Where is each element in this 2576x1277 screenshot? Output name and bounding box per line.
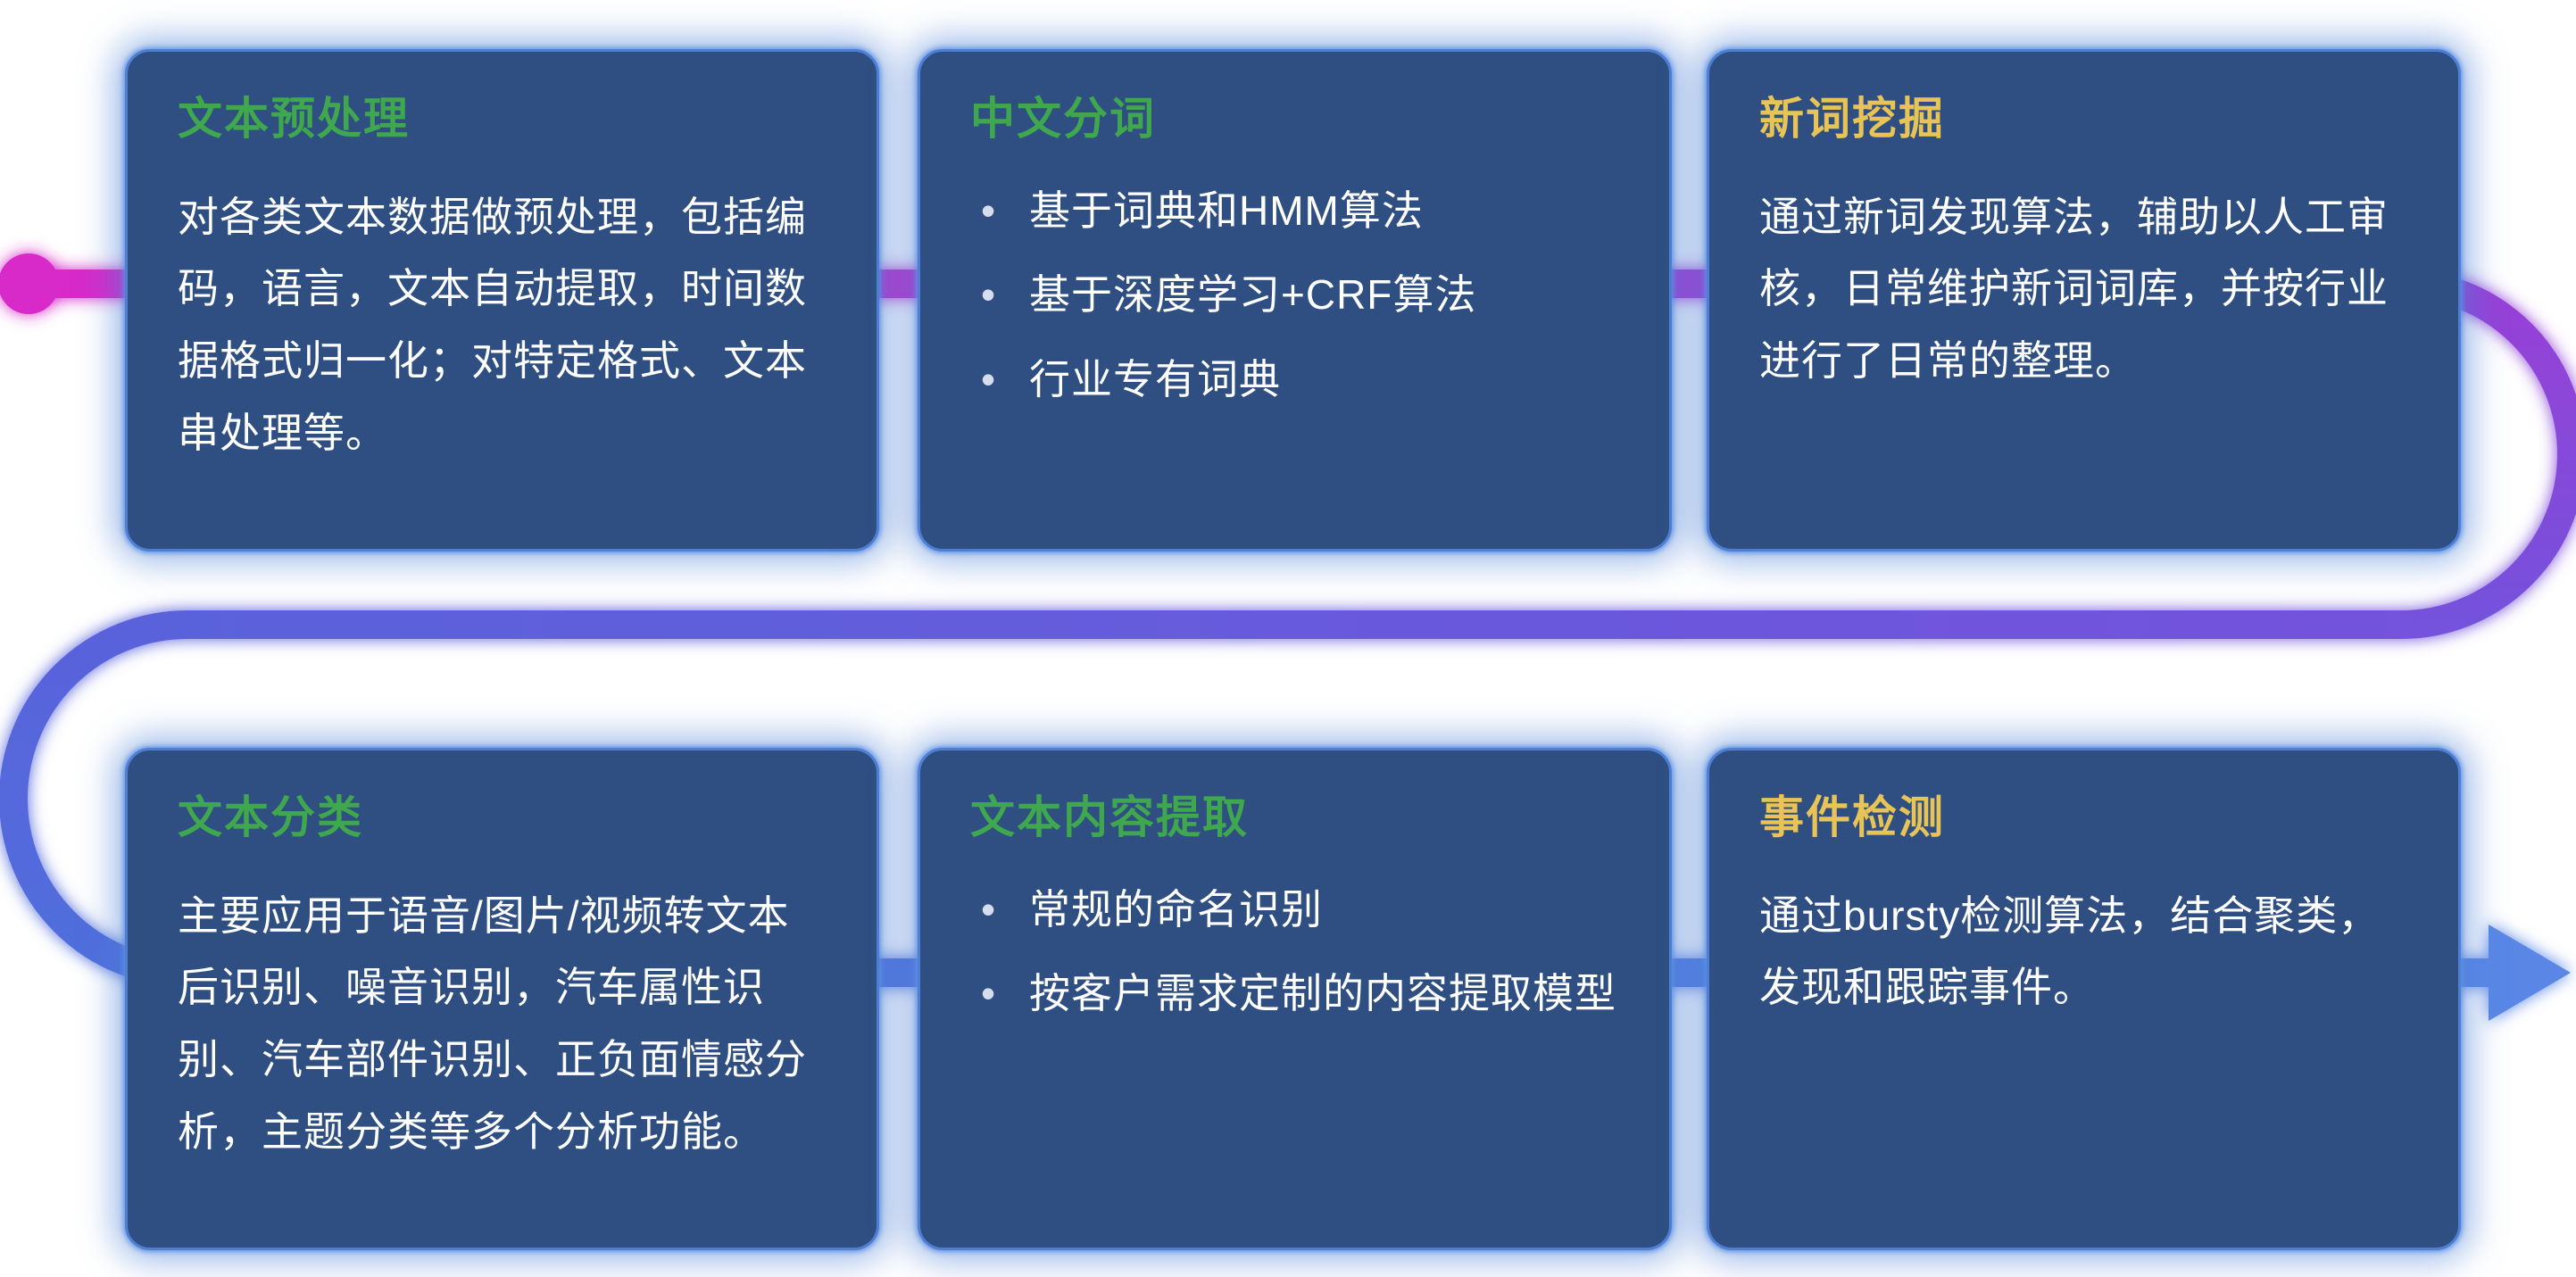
- card-title: 新词挖掘: [1759, 94, 1945, 144]
- bullet-item: 基于深度学习+CRF算法: [970, 265, 1619, 325]
- card-title: 中文分词: [970, 94, 1156, 144]
- card-text-preprocessing: 文本预处理 对各类文本数据做预处理，包括编码，语言，文本自动提取，时间数据格式归…: [125, 49, 879, 551]
- bullet-item: 常规的命名识别: [970, 880, 1619, 940]
- card-text-content-extraction: 文本内容提取 常规的命名识别 按客户需求定制的内容提取模型: [918, 748, 1672, 1250]
- card-body: 对各类文本数据做预处理，包括编码，语言，文本自动提取，时间数据格式归一化；对特定…: [178, 193, 807, 457]
- bullet-item: 基于词典和HMM算法: [970, 181, 1619, 241]
- bullet-item: 按客户需求定制的内容提取模型: [970, 964, 1619, 1024]
- card-body: 通过新词发现算法，辅助以人工审核，日常维护新词词库，并按行业进行了日常的整理。: [1759, 193, 2389, 385]
- card-title: 文本分类: [178, 792, 363, 842]
- bullet-list: 基于词典和HMM算法 基于深度学习+CRF算法 行业专有词典: [970, 181, 1619, 410]
- card-title: 事件检测: [1759, 792, 1945, 842]
- card-body: 主要应用于语音/图片/视频转文本后识别、噪音识别，汽车属性识别、汽车部件识别、正…: [178, 891, 807, 1156]
- flow-curve-left: [0, 610, 202, 987]
- card-title: 文本预处理: [178, 94, 410, 144]
- card-text-classification: 文本分类 主要应用于语音/图片/视频转文本后识别、噪音识别，汽车属性识别、汽车部…: [125, 748, 879, 1250]
- bullet-item: 行业专有词典: [970, 350, 1619, 410]
- bullet-list: 常规的命名识别 按客户需求定制的内容提取模型: [970, 880, 1619, 1024]
- card-body: 通过bursty检测算法，结合聚类，发现和跟踪事件。: [1759, 891, 2381, 1011]
- card-new-word-mining: 新词挖掘 通过新词发现算法，辅助以人工审核，日常维护新词词库，并按行业进行了日常…: [1707, 49, 2461, 551]
- flow-arrow-icon: [2489, 925, 2571, 1021]
- card-chinese-word-segmentation: 中文分词 基于词典和HMM算法 基于深度学习+CRF算法 行业专有词典: [918, 49, 1672, 551]
- card-title: 文本内容提取: [970, 792, 1249, 842]
- flow-start-dot-icon: [0, 253, 59, 314]
- card-event-detection: 事件检测 通过bursty检测算法，结合聚类，发现和跟踪事件。: [1707, 748, 2461, 1250]
- flow-curve-right: [2387, 269, 2576, 639]
